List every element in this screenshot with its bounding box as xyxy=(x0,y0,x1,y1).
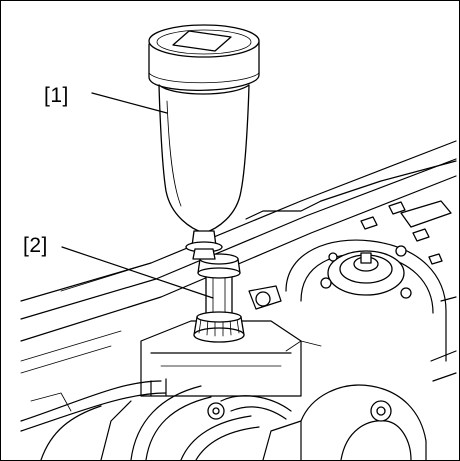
callout-label-2: [2] xyxy=(23,234,48,257)
leader-line-2 xyxy=(61,246,214,299)
cowl-clips xyxy=(360,200,452,265)
adapter-stem xyxy=(193,253,245,343)
engine-components xyxy=(262,296,457,460)
callout-label-1: [1] xyxy=(44,84,69,107)
strut-mount xyxy=(285,239,447,362)
brake-lines xyxy=(20,378,292,460)
leader-line-1 xyxy=(91,92,168,114)
fill-cup xyxy=(148,24,260,260)
